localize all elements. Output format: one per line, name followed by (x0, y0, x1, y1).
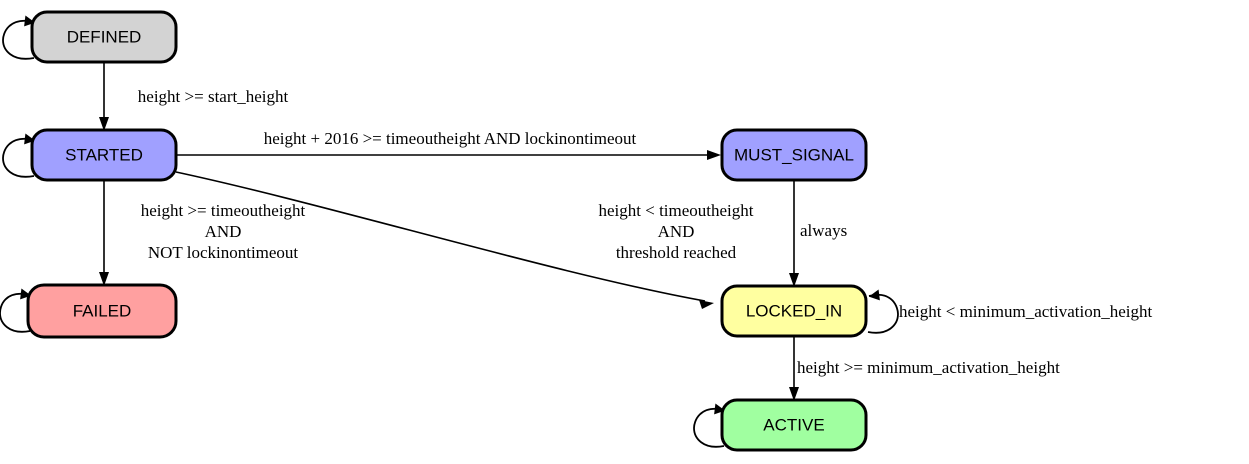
edge-locked-in-to-active (789, 336, 799, 401)
arrowhead-locked-in-to-active (789, 387, 799, 401)
self-loop-active (693, 403, 726, 448)
state-node-started-shape[interactable] (30, 128, 178, 182)
state-node-active-shape[interactable] (720, 398, 868, 452)
edge-label-started-to-must-signal: height + 2016 >= timeoutheight AND locki… (264, 129, 637, 148)
state-node-locked-in-label: LOCKED_IN (746, 301, 842, 320)
edge-label-started-to-failed-line-3: NOT lockinontimeout (148, 243, 299, 262)
state-node-must-signal-shape[interactable] (720, 128, 868, 182)
edge-started-to-must-signal (176, 150, 721, 160)
self-loop-defined (2, 15, 36, 60)
arrowhead-loop-active (714, 403, 726, 415)
state-node-defined-label: DEFINED (67, 27, 142, 46)
edge-label-started-to-failed-line-1: height >= timeoutheight (141, 201, 306, 220)
edge-defined-to-started (99, 62, 109, 131)
state-node-started-label: STARTED (65, 145, 143, 164)
edge-label-locked-in-to-active: height >= minimum_activation_height (797, 358, 1060, 377)
edge-started-to-locked-in (175, 171, 714, 309)
edge-label-started-to-locked-in-line-1: height < timeoutheight (598, 201, 753, 220)
self-loop-locked-in (867, 289, 899, 334)
state-node-must-signal[interactable]: MUST_SIGNAL (720, 128, 868, 182)
edge-label-started-to-failed: height >= timeoutheight AND NOT lockinon… (141, 201, 306, 262)
edge-label-started-to-failed-line-2: AND (205, 222, 242, 241)
arrowhead-loop-locked-in (868, 289, 880, 301)
self-loop-started (2, 133, 36, 178)
arrowhead-defined-to-started (99, 117, 109, 131)
edge-label-started-to-locked-in: height < timeoutheight AND threshold rea… (598, 201, 753, 262)
state-node-active[interactable]: ACTIVE (720, 398, 868, 452)
arrowhead-loop-started (24, 133, 36, 145)
arrowhead-started-to-must-signal (707, 150, 721, 160)
state-node-failed[interactable]: FAILED (26, 283, 178, 339)
arrowhead-started-to-locked-in (699, 300, 714, 309)
edge-label-defined-to-started: height >= start_height (138, 87, 289, 106)
state-node-active-label: ACTIVE (763, 415, 824, 434)
arrowhead-started-to-failed (99, 272, 109, 286)
state-node-failed-label: FAILED (73, 301, 132, 320)
edge-label-must-signal-to-locked-in: always (800, 221, 847, 240)
edge-label-started-to-locked-in-line-2: AND (658, 222, 695, 241)
edge-must-signal-to-locked-in (789, 180, 799, 287)
edge-started-to-failed (99, 180, 109, 286)
edge-label-started-to-locked-in-line-3: threshold reached (616, 243, 737, 262)
state-node-locked-in[interactable]: LOCKED_IN (720, 284, 868, 338)
arrowhead-must-signal-to-locked-in (789, 273, 799, 287)
state-node-defined[interactable]: DEFINED (30, 10, 178, 64)
state-node-locked-in-shape[interactable] (720, 284, 868, 338)
arrowhead-loop-failed (20, 288, 32, 300)
edge-label-locked-in-self-loop: height < minimum_activation_height (899, 302, 1152, 321)
state-node-defined-shape[interactable] (30, 10, 178, 64)
state-node-must-signal-label: MUST_SIGNAL (734, 145, 854, 164)
state-node-failed-shape[interactable] (26, 283, 178, 339)
state-node-started[interactable]: STARTED (30, 128, 178, 182)
arrowhead-loop-defined (24, 15, 36, 27)
self-loop-failed (0, 288, 32, 333)
